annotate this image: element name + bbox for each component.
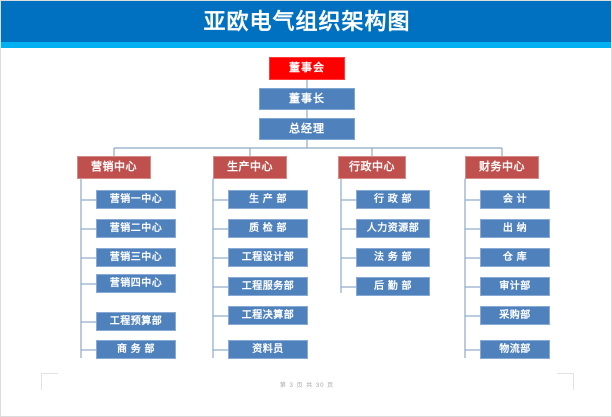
node-administration-center[interactable]: 行政中心 xyxy=(338,156,406,179)
node-label: 行 政 部 xyxy=(373,193,413,205)
header-accent-stripe xyxy=(1,42,611,48)
node-accounting[interactable]: 会 计 xyxy=(480,190,550,209)
node-business-dept[interactable]: 商 务 部 xyxy=(96,340,176,359)
node-legal-dept[interactable]: 法 务 部 xyxy=(356,248,430,267)
node-human-resources-dept[interactable]: 人力资源部 xyxy=(356,219,430,238)
node-label: 生 产 部 xyxy=(248,193,288,205)
node-label: 商 务 部 xyxy=(116,343,156,355)
node-engineering-budget-dept[interactable]: 工程预算部 xyxy=(96,312,176,331)
node-label: 营销三中心 xyxy=(109,251,163,263)
node-marketing-center-2[interactable]: 营销二中心 xyxy=(96,219,176,238)
node-audit-dept[interactable]: 审计部 xyxy=(480,277,550,296)
node-quality-inspection-dept[interactable]: 质 检 部 xyxy=(228,219,308,238)
node-label: 工程预算部 xyxy=(109,315,163,327)
node-label: 工程服务部 xyxy=(241,280,295,292)
node-label: 生产中心 xyxy=(227,161,273,173)
node-procurement-dept[interactable]: 采购部 xyxy=(480,306,550,325)
page-footer: 第 3 页 共 30 页 xyxy=(279,383,335,389)
node-label: 出 纳 xyxy=(502,222,528,234)
node-engineering-service-dept[interactable]: 工程服务部 xyxy=(228,277,308,296)
node-engineering-settlement-dept[interactable]: 工程决算部 xyxy=(228,306,308,325)
page-margin-mark-bottom-right xyxy=(557,373,574,390)
node-logistics-support-dept[interactable]: 后 勤 部 xyxy=(356,277,430,296)
node-label: 工程设计部 xyxy=(241,251,295,263)
node-production-center[interactable]: 生产中心 xyxy=(213,156,287,179)
node-label: 法 务 部 xyxy=(373,251,413,263)
node-label: 物流部 xyxy=(499,343,531,355)
node-label: 审计部 xyxy=(499,280,531,292)
node-label: 仓 库 xyxy=(502,251,528,263)
node-administration-dept[interactable]: 行 政 部 xyxy=(356,190,430,209)
node-chairman[interactable]: 董事长 xyxy=(259,88,355,110)
page-title: 亚欧电气组织架构图 xyxy=(203,9,411,34)
node-label: 营销中心 xyxy=(91,161,137,173)
node-label: 总经理 xyxy=(289,122,325,135)
node-label: 财务中心 xyxy=(479,161,525,173)
node-label: 董事长 xyxy=(289,92,325,105)
node-label: 营销一中心 xyxy=(109,193,163,205)
node-engineering-design-dept[interactable]: 工程设计部 xyxy=(228,248,308,267)
org-chart: 董事会 董事长 总经理 营销中心 生产中心 行政中心 财务中心 营销一中心 营销… xyxy=(1,48,611,373)
node-label: 营销二中心 xyxy=(109,222,163,234)
node-board-of-directors[interactable]: 董事会 xyxy=(269,57,345,80)
node-finance-center[interactable]: 财务中心 xyxy=(465,156,539,179)
node-label: 行政中心 xyxy=(349,161,395,173)
node-logistics-dept[interactable]: 物流部 xyxy=(480,340,550,359)
node-marketing-center-4[interactable]: 营销四中心 xyxy=(96,274,176,293)
node-label: 资料员 xyxy=(252,343,284,355)
node-marketing-center-3[interactable]: 营销三中心 xyxy=(96,248,176,267)
node-label: 工程决算部 xyxy=(241,309,295,321)
node-label: 质 检 部 xyxy=(248,222,288,234)
node-label: 采购部 xyxy=(499,309,531,321)
node-label: 后 勤 部 xyxy=(373,280,413,292)
node-marketing-center[interactable]: 营销中心 xyxy=(77,156,151,179)
node-production-dept[interactable]: 生 产 部 xyxy=(228,190,308,209)
page-margin-mark-bottom-left xyxy=(41,373,58,390)
header-banner xyxy=(1,1,611,42)
node-general-manager[interactable]: 总经理 xyxy=(259,118,355,140)
node-marketing-center-1[interactable]: 营销一中心 xyxy=(96,190,176,209)
node-label: 董事会 xyxy=(289,62,325,74)
node-label: 会 计 xyxy=(502,193,528,205)
node-cashier[interactable]: 出 纳 xyxy=(480,219,550,238)
node-label: 人力资源部 xyxy=(366,222,420,234)
node-label: 营销四中心 xyxy=(109,277,163,289)
node-warehouse[interactable]: 仓 库 xyxy=(480,248,550,267)
node-documentation-clerk[interactable]: 资料员 xyxy=(228,340,308,359)
